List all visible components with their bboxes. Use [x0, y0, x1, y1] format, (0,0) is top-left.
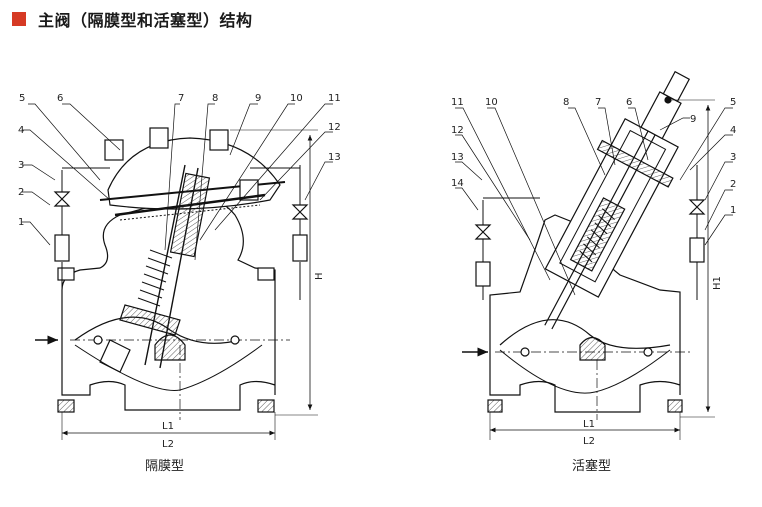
diaphragm-callout-8: 8	[212, 93, 218, 104]
diaphragm-dim-h: H	[314, 272, 325, 280]
diaphragm-callout-5: 5	[19, 93, 25, 104]
diaphragm-callouts: 5 6 4 3 2 1 7 8 9 10 11 12 13 L1 L2 H 隔膜…	[18, 93, 341, 474]
piston-callout-5: 5	[730, 97, 736, 108]
piston-callout-6: 6	[626, 97, 632, 108]
diaphragm-caption: 隔膜型	[145, 459, 184, 474]
piston-callout-13: 13	[451, 152, 464, 163]
piston-callout-9: 9	[690, 114, 696, 125]
piston-callout-1: 1	[730, 205, 736, 216]
piston-callout-3: 3	[730, 152, 736, 163]
diaphragm-callout-3: 3	[18, 160, 24, 171]
piston-callout-2: 2	[730, 179, 736, 190]
diaphragm-dim-l1: L1	[162, 421, 174, 432]
diaphragm-dim-l2: L2	[162, 439, 174, 450]
piston-dim-l1: L1	[583, 419, 595, 430]
piston-valve-drawing	[455, 70, 733, 440]
header: 主阀（隔膜型和活塞型）结构	[12, 8, 253, 30]
diaphragm-callout-9: 9	[255, 93, 261, 104]
title-marker	[12, 12, 26, 26]
diaphragm-callout-1: 1	[18, 217, 24, 228]
page-title: 主阀（隔膜型和活塞型）结构	[38, 11, 253, 30]
piston-callout-14: 14	[451, 178, 464, 189]
piston-caption: 活塞型	[572, 458, 611, 474]
diaphragm-callout-2: 2	[18, 187, 24, 198]
diaphragm-callout-6: 6	[57, 93, 63, 104]
piston-dim-l2: L2	[583, 436, 595, 447]
piston-callout-7: 7	[595, 97, 601, 108]
diaphragm-callout-11: 11	[328, 93, 341, 104]
piston-callouts: 11 10 12 13 14 8 7 6 9 5 4 3 2 1 L1 L2 H…	[451, 97, 736, 474]
diaphragm-callout-7: 7	[178, 93, 184, 104]
piston-callout-4: 4	[730, 125, 736, 136]
piston-callout-11: 11	[451, 97, 464, 108]
diaphragm-valve-drawing	[22, 103, 333, 440]
piston-dim-h1: H1	[712, 276, 723, 290]
diaphragm-callout-4: 4	[18, 125, 24, 136]
piston-callout-12: 12	[451, 125, 464, 136]
diaphragm-callout-13: 13	[328, 152, 341, 163]
piston-callout-8: 8	[563, 97, 569, 108]
piston-callout-10: 10	[485, 97, 498, 108]
diaphragm-callout-12: 12	[328, 122, 341, 133]
diaphragm-callout-10: 10	[290, 93, 303, 104]
